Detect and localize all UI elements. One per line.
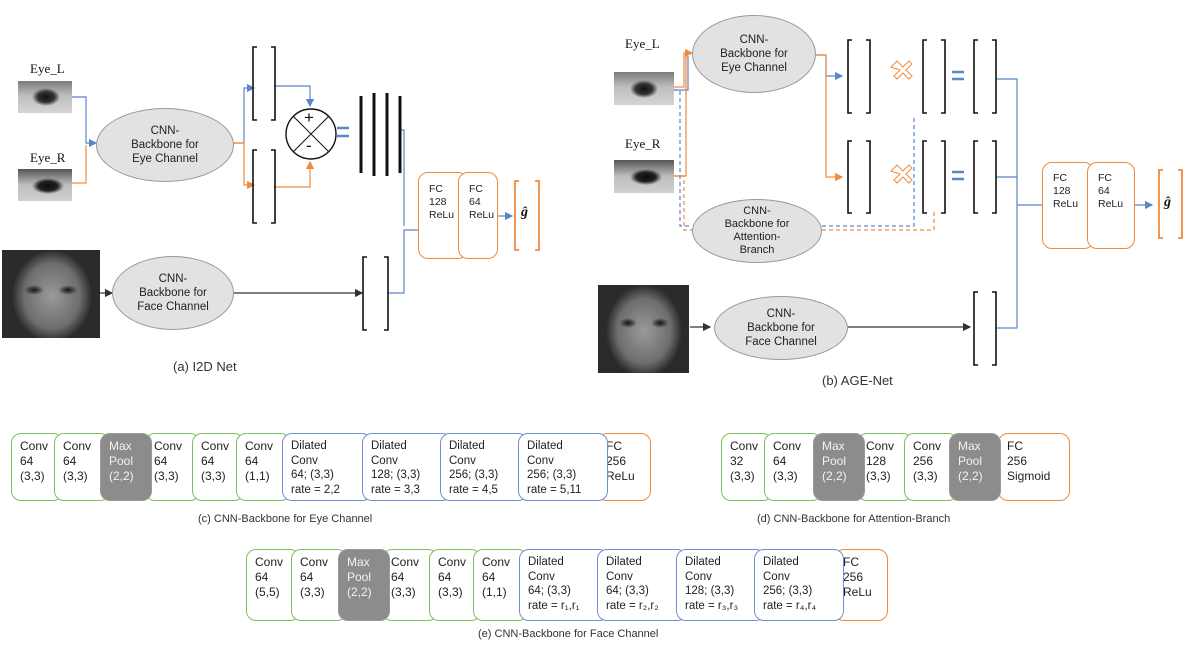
panel-c-layer-conv: Conv 64 (1,1) [236,433,291,501]
caption-a: (a) I2D Net [173,359,237,374]
plus-symbol: + [304,108,314,127]
face-image-b [598,285,689,373]
eye-left-image-b [614,72,674,105]
panel-e-layer-conv: Conv 64 (3,3) [291,549,347,621]
gaze-output: ĝ [521,205,528,220]
panel-e-layer-conv: Conv 64 (3,3) [382,549,438,621]
fc-64-layer: FC 64 ReLu [458,172,498,259]
eye-l-label: Eye_L [30,61,65,76]
minus-symbol: - [306,136,312,155]
eye-r-label-b: Eye_R [625,136,661,151]
caption-b: (b) AGE-Net [822,373,893,388]
attention-backbone-node: CNN- Backbone for Attention- Branch [692,199,822,263]
panel-d-layer-pool: Max Pool (2,2) [949,433,1001,501]
panel-e-layer-dilated: Dilated Conv 256; (3,3) rate = r₄,r₄ [754,549,844,621]
caption-e: (e) CNN-Backbone for Face Channel [478,628,659,640]
eye-left-image [18,81,72,113]
panel-e-layer-conv: Conv 64 (3,3) [429,549,481,621]
fc-64-layer-b: FC 64 ReLu [1087,162,1135,249]
panel-d-layer-conv: Conv 128 (3,3) [857,433,913,501]
panel-d-layer-fc: FC 256 Sigmoid [998,433,1070,501]
panel-c-layer-conv: Conv 64 (3,3) [192,433,244,501]
panel-c-layer-dilated: Dilated Conv 256; (3,3) rate = 5,11 [518,433,608,501]
panel-d-layer-conv: Conv 64 (3,3) [764,433,822,501]
eye-backbone-node-b: CNN- Backbone for Eye Channel [692,15,816,93]
panel-c-layer-dilated: Dilated Conv 128; (3,3) rate = 3,3 [362,433,452,501]
panel-e-layer-dilated: Dilated Conv 64; (3,3) rate = r₂,r₂ [597,549,687,621]
panel-e-layer-dilated: Dilated Conv 64; (3,3) rate = r₁,r₁ [519,549,609,621]
face-image [2,250,100,338]
panel-c-layer-dilated: Dilated Conv 256; (3,3) rate = 4,5 [440,433,528,501]
panel-d-layer-pool: Max Pool (2,2) [813,433,865,501]
caption-c: (c) CNN-Backbone for Eye Channel [198,513,373,525]
panel-c-layer-dilated: Dilated Conv 64; (3,3) rate = 2,2 [282,433,372,501]
eye-l-label-b: Eye_L [625,36,660,51]
gaze-output-b: ĝ [1164,195,1171,210]
panel-e-layer-dilated: Dilated Conv 128; (3,3) rate = r₃,r₃ [676,549,766,621]
eye-right-image [18,169,72,201]
face-backbone-node: CNN- Backbone for Face Channel [112,256,234,330]
caption-d: (d) CNN-Backbone for Attention-Branch [757,513,951,525]
face-backbone-node-b: CNN- Backbone for Face Channel [714,296,848,360]
panel-e-layer-pool: Max Pool (2,2) [338,549,390,621]
panel-e-layer-conv: Conv 64 (1,1) [473,549,528,621]
panel-c-layer-pool: Max Pool (2,2) [100,433,152,501]
eye-right-image-b [614,160,674,193]
eye-r-label: Eye_R [30,150,66,165]
eye-backbone-node: CNN- Backbone for Eye Channel [96,108,234,182]
